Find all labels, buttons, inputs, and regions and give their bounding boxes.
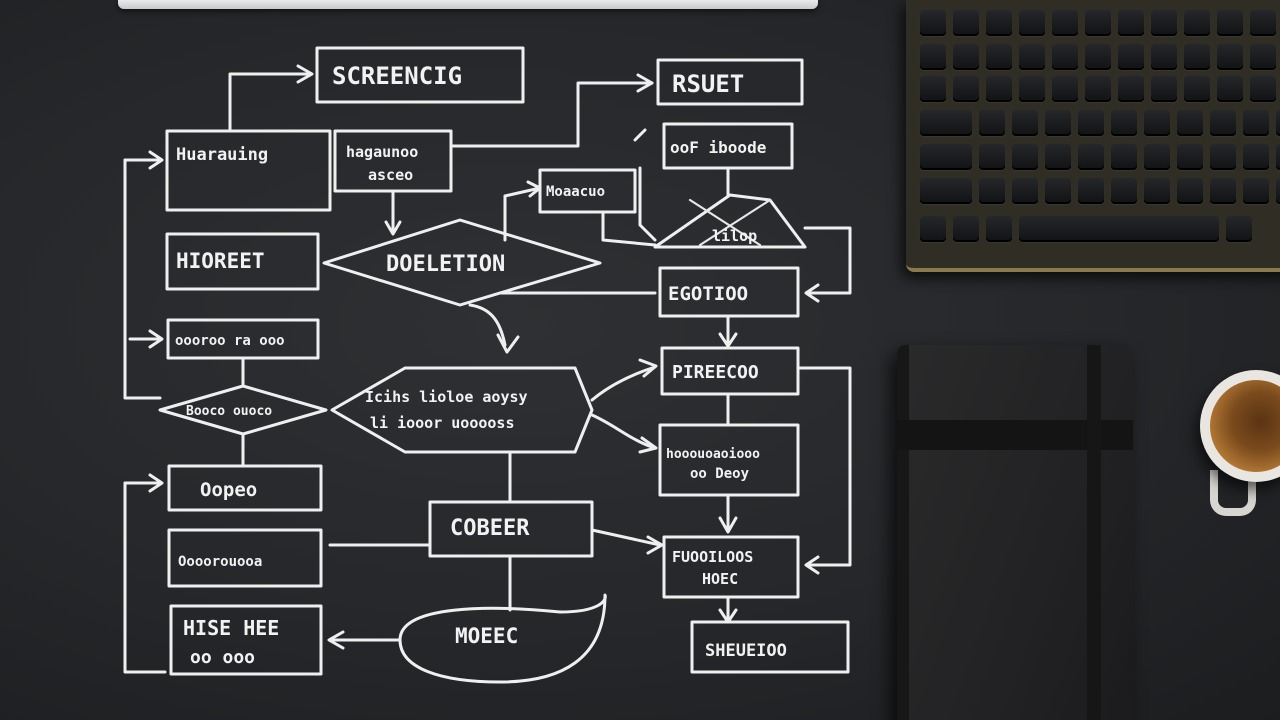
arrow-1 xyxy=(228,72,312,133)
label-diamond-1: DOELETION xyxy=(386,252,505,277)
label-right-6: SHEUEIOO xyxy=(705,641,787,661)
box-left-5 xyxy=(167,528,323,588)
arrow-2 xyxy=(449,81,654,148)
label-mid-note-1: hagaunoo xyxy=(346,143,418,161)
box-right-5 xyxy=(662,535,800,599)
big-diamond xyxy=(330,366,594,454)
label-right-5b: HOEC xyxy=(702,570,738,588)
notebook-band-vertical xyxy=(1087,345,1101,720)
label-big-diamond-1: Icihs lioloe aoysy xyxy=(365,388,528,406)
box-right-6 xyxy=(690,620,850,674)
key-row-4 xyxy=(920,110,1280,136)
label-right-2: EGOTIOO xyxy=(668,283,748,305)
label-left-4: Oopeo xyxy=(200,479,257,501)
coffee-surface xyxy=(1210,380,1280,472)
notebook xyxy=(897,345,1133,720)
box-top-center xyxy=(315,46,525,104)
label-left-6b: oo ooo xyxy=(190,647,255,668)
label-mid-note-2: asceo xyxy=(368,166,413,184)
diamond-1 xyxy=(322,218,602,307)
label-left-2: HIOREET xyxy=(176,249,265,273)
label-right-3: PIREECOO xyxy=(672,362,759,383)
key-row-6 xyxy=(920,178,1280,204)
label-top-right: RSUET xyxy=(672,70,744,98)
key-row-1 xyxy=(920,10,1280,36)
box-left-2 xyxy=(165,232,320,291)
label-center-box: COBEER xyxy=(450,516,530,541)
coffee-cup xyxy=(1200,370,1280,516)
label-right-5a: FUOOILOOS xyxy=(672,548,753,566)
box-left-1 xyxy=(165,129,332,212)
label-left-3: oooroo ra ooo xyxy=(175,333,285,349)
laptop-edge xyxy=(118,0,818,9)
box-left-4 xyxy=(167,464,323,512)
box-left-6 xyxy=(169,604,323,676)
cup-handle xyxy=(1210,470,1256,516)
left-loop-2 xyxy=(123,481,167,674)
box-small-mid xyxy=(538,168,637,214)
ellipse-node xyxy=(398,593,607,684)
label-left-5: Oooorouooa xyxy=(178,554,262,570)
label-right-4b: oo Deoy xyxy=(690,466,750,482)
label-big-diamond-2: li iooor uooooss xyxy=(370,414,515,432)
triangle-cross xyxy=(688,198,772,247)
key-row-2 xyxy=(920,44,1280,70)
label-ellipse: MOEEC xyxy=(455,624,518,648)
label-left-1: Huarauing xyxy=(176,145,268,165)
key-row-5 xyxy=(920,144,1280,170)
label-top-center: SCREENCIG xyxy=(332,62,462,90)
label-right-tri: lilop xyxy=(712,227,757,245)
notebook-spine xyxy=(897,345,909,720)
label-small-mid: Moaacuo xyxy=(546,184,605,200)
left-loop xyxy=(123,158,162,400)
key-row-3 xyxy=(920,76,1280,102)
key-row-7 xyxy=(920,216,1280,242)
box-right-3 xyxy=(660,346,800,396)
diamond-2 xyxy=(158,384,328,436)
keyboard xyxy=(906,0,1280,272)
box-top-right xyxy=(656,58,804,106)
label-diamond-2: Booco ouoco xyxy=(186,404,272,419)
label-left-6a: HISE HEE xyxy=(183,616,279,640)
label-right-1: ooF iboode xyxy=(670,138,766,157)
label-right-4a: hooouoaoiooo xyxy=(666,447,760,462)
